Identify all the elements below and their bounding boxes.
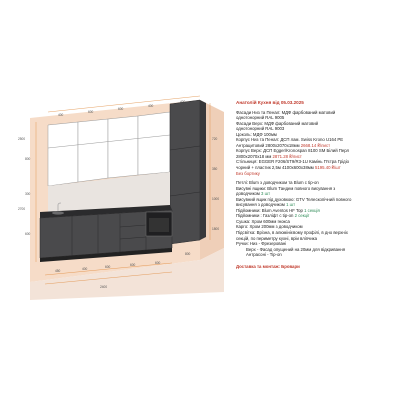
spec-line: однотонорний RAL 9005 bbox=[236, 115, 285, 121]
dim-label: 400 bbox=[180, 100, 186, 104]
drawer-line-1 bbox=[119, 224, 147, 228]
dim-label: 600 bbox=[105, 265, 111, 269]
quantity-text: 1 шт bbox=[286, 202, 296, 208]
spec-line: Корпус Низ та Пенал: ДСП лам. Swiss Kron… bbox=[236, 137, 344, 143]
dim-label: 1800 bbox=[212, 227, 219, 231]
spec-text: 2800х2070х18 мм bbox=[236, 153, 273, 159]
drawer-line-2 bbox=[119, 236, 147, 240]
spec-line: Сушка: Хром 600мм Інокса bbox=[236, 218, 290, 224]
spec-line: Висувний ящик під духовкою: GTV Телескоп… bbox=[236, 196, 352, 202]
dim-label: 720 bbox=[212, 137, 218, 141]
dim-label: 600 bbox=[155, 261, 161, 265]
dim-label: 400 bbox=[82, 267, 88, 271]
upper-cabinet-1 bbox=[47, 121, 79, 187]
spec-text: Підйомники : Газліфт с tip-on bbox=[236, 213, 295, 219]
spec-line: Висувні ящики: Blum Тандем повного висув… bbox=[236, 185, 336, 191]
spec-line: Фасади Верх: МДФ фарбований матовий bbox=[236, 120, 319, 126]
spec-line: Підйомники : Газліфт с tip-on 2 секції bbox=[236, 213, 398, 219]
spec-line: Петлі: Blum з доводчиком та Blum с tip-o… bbox=[236, 180, 319, 186]
tall-pantry-side bbox=[200, 100, 206, 240]
spec-line: 2800х2070х18 мм 2871.28 ₴/лист bbox=[236, 154, 398, 160]
dim-label: 400 bbox=[148, 104, 154, 108]
spec-text: Антрацитовий 2800х2070х18мм bbox=[236, 142, 301, 148]
plinth bbox=[40, 248, 172, 262]
dimension-lines bbox=[35, 95, 211, 285]
spec-text: Підйомники: Blum Aventos HF Top bbox=[236, 207, 305, 213]
spec-line: однотонорний RAL 9003 bbox=[236, 126, 285, 132]
tall-pantry bbox=[169, 99, 201, 245]
price-text: 5195.40 ₴/шт bbox=[314, 165, 341, 171]
spec-line: Антрацитовий 2800х2070х18мм 2668.14 ₴/ли… bbox=[236, 143, 398, 149]
price-text: 2871.28 ₴/лист bbox=[272, 153, 302, 159]
dim-label: 800 bbox=[185, 252, 191, 256]
delivery-line: Доставка та монтаж: Бровари bbox=[236, 263, 300, 269]
spec-line: секцій, по периметру кухні, вріи вліпчик… bbox=[236, 235, 318, 241]
spec-line: Антрасоні - Tip-on bbox=[246, 252, 282, 258]
backsplash bbox=[48, 172, 170, 212]
dim-label: 2400 bbox=[100, 285, 107, 289]
spec-text: доводчиком bbox=[236, 191, 262, 197]
spec-line: Карго: Хром 200мм з доводчиком bbox=[236, 224, 303, 230]
spec-line: Верх - Фасад опущений на 20мм для відкри… bbox=[246, 246, 346, 252]
tap-icon bbox=[57, 202, 62, 211]
oven-window bbox=[149, 218, 169, 232]
spec-text: висування з доводчиком bbox=[236, 202, 287, 208]
upper-cabinets bbox=[47, 111, 171, 187]
quantity-text: 2 секції bbox=[294, 213, 310, 219]
spec-title: Анатолій Кухня від 05.03.2025 bbox=[236, 100, 304, 105]
spec-line: чорний + пластик 2,5м 4100х600х38мм 5195… bbox=[236, 165, 398, 171]
spec-line: Фасади Низ та Пенал: МДФ фарбований мато… bbox=[236, 109, 336, 115]
spec-line: Корпус Верх: ДСП Egger/Kronospan 8100 SM… bbox=[236, 148, 350, 154]
upper-cabinet-4 bbox=[137, 111, 171, 176]
spec-line: Без бортику bbox=[236, 170, 260, 176]
spec-text: чорний + пластик 2,5м 4100х600х38мм bbox=[236, 165, 315, 171]
upper-divider-line bbox=[47, 134, 171, 149]
upper-cabinet-3 bbox=[107, 115, 139, 179]
dim-label: 800 bbox=[25, 157, 31, 161]
specification-panel: Анатолій Кухня від 05.03.2025 Фасади Низ… bbox=[236, 100, 398, 269]
dim-label: 400 bbox=[58, 113, 64, 117]
dim-label: 1000 bbox=[212, 197, 219, 201]
dim-label: 600 bbox=[130, 263, 136, 267]
kitchen-drawing: 400 600 600 400 400 800 300 600 450 400 … bbox=[18, 95, 224, 300]
dim-label: 450 bbox=[55, 269, 61, 273]
spec-line: Підйомники: Blum Aventos HF Top 1 секція bbox=[236, 208, 398, 214]
price-text: 2668.14 ₴/лист bbox=[300, 142, 331, 148]
pantry-split-1 bbox=[169, 145, 201, 151]
dim-label: 2700 bbox=[18, 207, 25, 211]
spec-line: доводчиком 3 шт bbox=[236, 191, 398, 197]
floor bbox=[30, 248, 224, 300]
pantry-split-2 bbox=[169, 191, 201, 197]
dim-label: 350 bbox=[212, 167, 218, 171]
upper-cabinet-2 bbox=[77, 118, 109, 183]
quantity-text: 1 секція bbox=[304, 207, 320, 213]
dim-label: 2500 bbox=[18, 137, 25, 141]
dim-label: 600 bbox=[88, 110, 94, 114]
countertop bbox=[40, 205, 172, 218]
spec-line: Цоколь: МДФ 100мм bbox=[236, 131, 277, 137]
sink bbox=[52, 211, 64, 215]
spec-line: Підсвітка: Врізна, в алюмінієвому профіл… bbox=[236, 230, 348, 236]
dim-label: 600 bbox=[118, 107, 124, 111]
spec-line: Стільниця: EGGER F206/ST9/R3-1U Камінь П… bbox=[236, 159, 350, 165]
quantity-text: 3 шт bbox=[261, 191, 271, 197]
dim-label: 300 bbox=[25, 192, 31, 196]
spec-line: Ручки: Низ - Фрезеровані bbox=[236, 241, 287, 247]
dim-label: 600 bbox=[25, 232, 31, 236]
spec-line: висування з доводчиком 1 шт bbox=[236, 202, 398, 208]
